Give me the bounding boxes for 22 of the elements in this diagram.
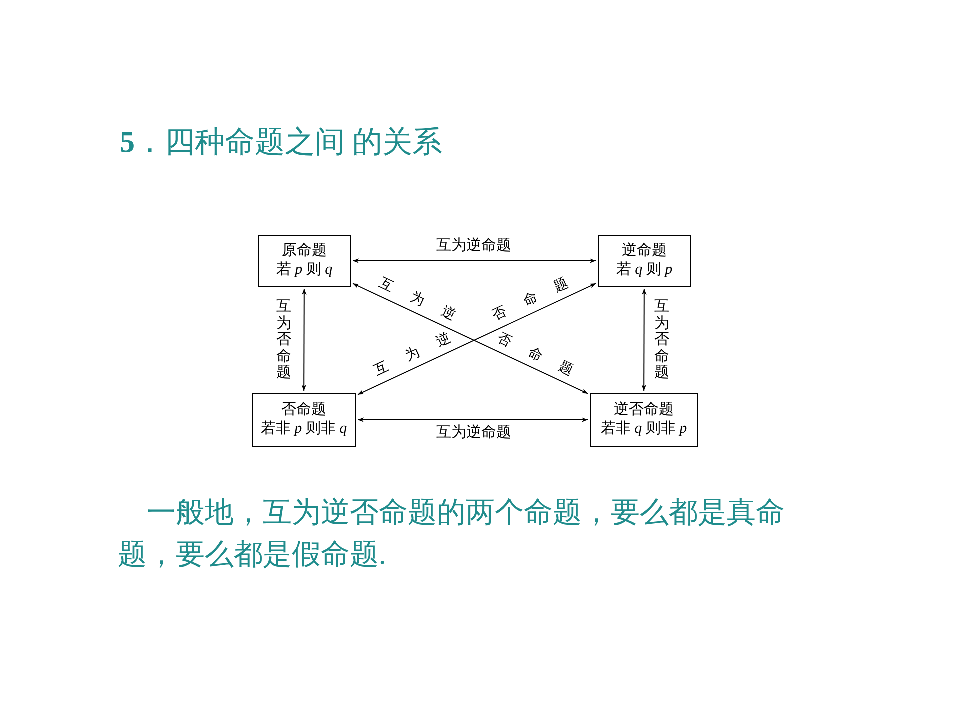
title: 5．四种命题之间 的关系 [120,125,442,161]
edge-label: 互为否命题 [654,298,670,382]
double-arrow [302,288,307,392]
edge-label: 互为逆命题 [436,424,512,443]
edge-label: 互为否命题 [276,298,292,382]
proposition-box [598,235,691,287]
double-arrow [352,258,596,264]
box-text: 若非 q 则非 p [600,420,688,439]
box-heading: 否命题 [282,401,326,420]
box-heading: 逆否命题 [614,401,674,420]
proposition-box [252,393,356,447]
proposition-box [590,393,698,447]
double-arrow [358,418,588,422]
box-text: 若非 p 则非 q [260,420,348,439]
box-text: 若 q 则 p [616,261,673,280]
caption: 一般地，互为逆否命题的两个命题，要么都是真命题，要么都是假命题. [118,496,786,574]
double-arrow [642,288,647,392]
edge-label: 互为逆命题 [436,236,512,256]
box-heading: 原命题 [282,242,327,261]
box-text: 若 p 则 q [276,261,333,280]
box-heading: 逆命题 [622,242,667,261]
proposition-box [258,235,351,287]
